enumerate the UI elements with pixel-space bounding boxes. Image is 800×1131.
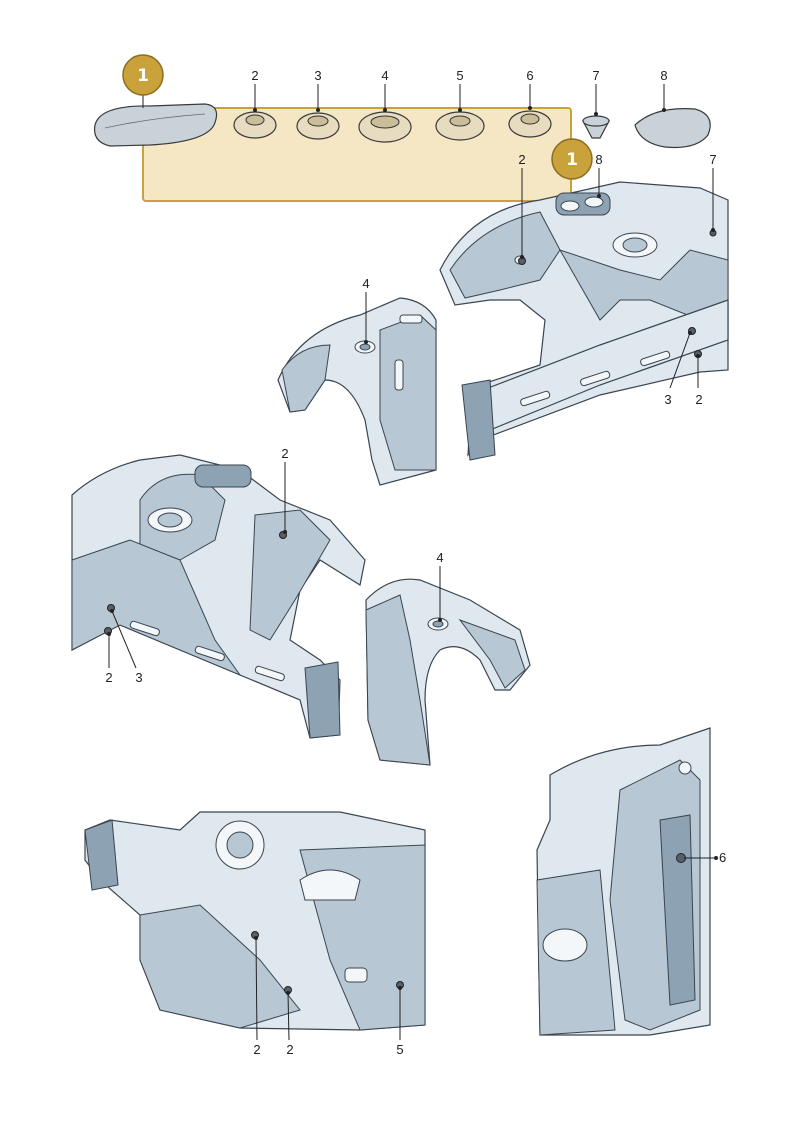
callout-label: 2 — [518, 152, 525, 167]
callout-label: 2 — [251, 68, 258, 83]
part-8-right-pad — [634, 108, 711, 149]
view-2-wheel-arch — [277, 297, 437, 486]
callout-label: 3 — [664, 392, 671, 407]
callout-label: 8 — [595, 152, 602, 167]
callout-label: 8 — [660, 68, 667, 83]
part-1-left-pad — [93, 103, 218, 147]
callout-label: 5 — [456, 68, 463, 83]
callout-label: 3 — [135, 670, 142, 685]
view-1-front-structure — [439, 181, 729, 461]
part-4-grommet — [358, 111, 412, 143]
view-4-wheel-arch — [365, 578, 531, 766]
view-2-leaders: 4 — [362, 276, 370, 344]
view-5-floor-area — [84, 811, 426, 1031]
callout-label: 7 — [709, 152, 716, 167]
callout-label: 6 — [719, 850, 726, 865]
view-6-a-pillar — [536, 727, 711, 1036]
part-2-grommet — [233, 111, 277, 139]
top-row-leaders — [253, 84, 666, 116]
part-3-grommet — [296, 112, 340, 140]
callout-label: 4 — [381, 68, 388, 83]
part-7-plug — [582, 115, 610, 139]
callout-label: 7 — [592, 68, 599, 83]
callout-label: 2 — [105, 670, 112, 685]
view-6-leaders: 6 — [684, 850, 726, 865]
view-5-leaders: 2 2 5 — [253, 936, 404, 1057]
view-3-leaders: 2 2 3 — [105, 446, 288, 685]
set-badge-right: 1 — [551, 138, 593, 180]
callout-label: 2 — [281, 446, 288, 461]
top-row-labels: 2 3 4 5 6 7 8 — [251, 68, 667, 83]
view-4-leaders: 4 — [436, 550, 444, 622]
callout-label: 2 — [695, 392, 702, 407]
callout-label: 2 — [253, 1042, 260, 1057]
badge-label: 1 — [137, 66, 149, 86]
view-3-front-structure-left — [71, 454, 366, 739]
callout-label: 2 — [286, 1042, 293, 1057]
part-6-grommet — [508, 110, 552, 138]
badge-label: 1 — [566, 150, 578, 170]
view-1-leaders: 2 8 7 3 2 — [518, 152, 716, 407]
callout-label: 4 — [436, 550, 443, 565]
callout-label: 5 — [396, 1042, 403, 1057]
callout-label: 3 — [314, 68, 321, 83]
callout-label: 4 — [362, 276, 369, 291]
callout-label: 6 — [526, 68, 533, 83]
part-5-grommet — [435, 111, 485, 141]
set-badge-left: 1 — [122, 54, 164, 108]
